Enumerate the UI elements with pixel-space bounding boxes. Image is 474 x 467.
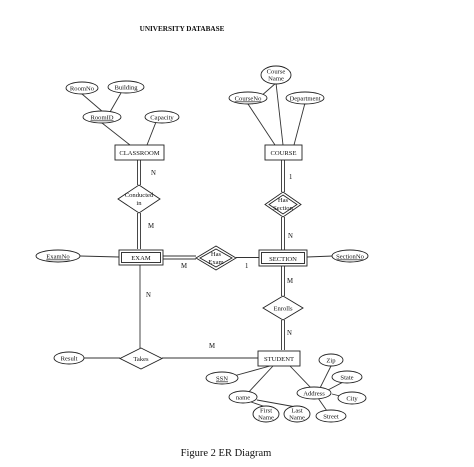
relationship-has-section: Has Section [264, 191, 302, 218]
svg-text:RoomNo: RoomNo [70, 86, 95, 93]
attribute-zip: Zip [318, 353, 344, 367]
svg-text:SSN: SSN [216, 376, 228, 383]
svg-text:City: City [346, 396, 358, 403]
svg-text:Address: Address [303, 391, 325, 398]
relationship-has-exam: Has Exam [195, 245, 237, 271]
cardinality-hasexam-section: 1 [245, 263, 248, 270]
cardinality-enrolls-student: N [287, 330, 292, 337]
svg-text:Result: Result [61, 356, 78, 363]
entity-classroom-label: CLASSROOM [119, 150, 159, 157]
cardinality-labels: N M 1 N M 1 M N N M [146, 170, 293, 350]
attribute-course-name: Course Name [260, 65, 292, 85]
attribute-street: Street [315, 409, 347, 423]
svg-text:Last: Last [291, 408, 303, 415]
attribute-exam-no: ExamNo [35, 249, 81, 263]
entity-course: COURSE [264, 144, 303, 161]
entity-student: STUDENT [257, 350, 301, 367]
attribute-last-name: Last Name [283, 405, 311, 423]
attribute-first-name: First Name [252, 405, 280, 423]
entity-section: SECTION [258, 249, 308, 267]
relationship-enrolls-label: Enrolls [273, 306, 292, 313]
svg-text:RoomID: RoomID [90, 115, 113, 122]
figure-caption: Figure 2 ER Diagram [181, 448, 272, 459]
attribute-department: Department [285, 91, 325, 105]
attribute-room-no: RoomNo [65, 81, 99, 95]
svg-text:SectionNo: SectionNo [336, 254, 365, 261]
attribute-section-no: SectionNo [331, 249, 369, 263]
attribute-ssn: SSN [205, 371, 239, 385]
attribute-capacity: Capacity [144, 110, 180, 124]
diagram-title: UNIVERSITY DATABASE [140, 25, 225, 33]
attribute-state: State [331, 370, 363, 384]
svg-text:Name: Name [268, 76, 284, 83]
attribute-result: Result [53, 351, 85, 365]
svg-text:First: First [260, 408, 272, 415]
entity-course-label: COURSE [270, 150, 296, 157]
svg-text:name: name [236, 395, 250, 402]
svg-text:Capacity: Capacity [150, 115, 174, 122]
attribute-building: Building [107, 80, 145, 94]
cardinality-hassection-section: N [288, 233, 293, 240]
svg-text:Building: Building [114, 85, 138, 92]
attribute-city: City [337, 391, 367, 405]
svg-text:Course: Course [267, 69, 286, 76]
relationship-conducted-in: Conducted in [117, 184, 161, 214]
cardinality-conducted-exam: M [148, 223, 154, 230]
attribute-address: Address [296, 386, 332, 400]
cardinality-exam-hasexam: M [181, 263, 187, 270]
relationship-conducted-in-line1: Conducted [125, 192, 154, 199]
entity-section-label: SECTION [269, 256, 297, 263]
relationship-takes: Takes [118, 347, 164, 370]
relationship-enrolls: Enrolls [262, 295, 304, 321]
cardinality-exam-takes: N [146, 292, 151, 299]
relationship-takes-label: Takes [133, 356, 149, 363]
entity-exam: EXAM [118, 249, 164, 266]
svg-text:Name: Name [289, 415, 305, 422]
svg-text:State: State [340, 375, 353, 382]
entity-classroom: CLASSROOM [114, 144, 165, 161]
svg-text:CourseNo: CourseNo [235, 96, 262, 103]
svg-text:Zip: Zip [326, 358, 336, 365]
svg-text:Name: Name [258, 415, 274, 422]
relationship-has-exam-line2: Exam [208, 259, 224, 266]
attribute-course-no: CourseNo [228, 91, 268, 105]
relationship-has-section-line2: Section [273, 205, 293, 212]
connector-lines [79, 82, 348, 412]
attribute-name: name [228, 390, 258, 404]
relationship-conducted-in-line2: in [136, 200, 142, 207]
entity-student-label: STUDENT [264, 356, 294, 363]
entity-exam-label: EXAM [131, 255, 151, 262]
svg-text:Department: Department [289, 96, 320, 103]
svg-text:Street: Street [323, 414, 339, 421]
relationship-has-exam-line1: Has [211, 251, 222, 258]
cardinality-takes-student: M [209, 343, 215, 350]
cardinality-classroom-conducted: N [151, 170, 156, 177]
svg-text:ExamNo: ExamNo [46, 254, 70, 261]
attribute-room-id: RoomID [82, 110, 122, 124]
cardinality-course-hassection: 1 [289, 174, 292, 181]
cardinality-section-enrolls: M [287, 278, 293, 285]
relationship-has-section-line1: Has [278, 197, 289, 204]
